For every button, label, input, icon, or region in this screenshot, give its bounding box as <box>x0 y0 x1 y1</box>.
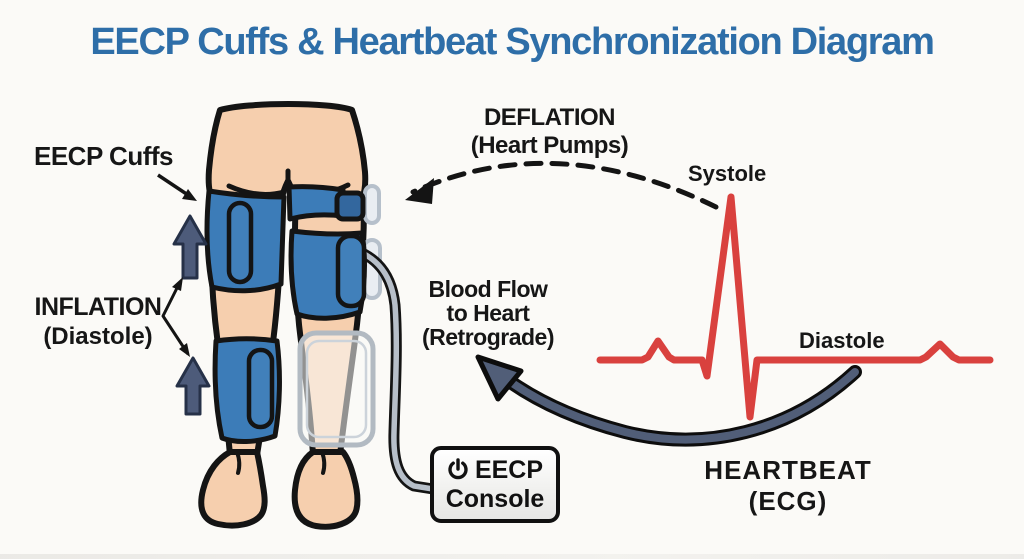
blood-flow-label: Blood Flow to Heart (Retrograde) <box>401 277 575 349</box>
blood-flow-label-line1: Blood Flow <box>428 276 548 302</box>
eecp-cuffs-label: EECP Cuffs <box>34 141 174 171</box>
right-thigh-strap-buckle <box>334 190 366 222</box>
diastole-label: Diastole <box>799 328 885 353</box>
cuffs-pointer-arrow <box>157 173 197 201</box>
power-icon <box>448 458 468 480</box>
inflation-bracket-arrows <box>161 277 190 357</box>
ecg-waveform <box>596 193 994 421</box>
heartbeat-label: HEARTBEAT (ECG) <box>695 455 881 517</box>
left-thigh-cuff-pad <box>226 200 254 285</box>
inflation-label-line1: INFLATION <box>34 293 162 321</box>
heartbeat-label-line1: HEARTBEAT <box>704 455 872 485</box>
inflation-arrow-up-2 <box>175 356 211 416</box>
inflation-label-line2: (Diastole) <box>43 323 153 350</box>
ghost-calf-cuff <box>297 330 376 448</box>
bottom-edge-artifact <box>0 554 1024 559</box>
deflation-dashed-arrow <box>405 160 719 210</box>
left-heel-line <box>235 450 242 475</box>
eecp-console: EECP Console <box>430 446 560 523</box>
console-label-line1: EECP <box>474 455 544 484</box>
blood-flow-label-line3: (Retrograde) <box>421 324 555 350</box>
deflation-label-line1: DEFLATION <box>483 104 616 131</box>
heartbeat-label-line2: (ECG) <box>748 486 828 516</box>
inflation-arrow-up-1 <box>172 214 208 280</box>
deflation-label: DEFLATION (Heart Pumps) <box>447 104 652 160</box>
right-heel-line <box>320 450 327 475</box>
blood-flow-arrow <box>475 354 862 447</box>
left-calf-cuff-pad <box>246 347 275 430</box>
right-thigh-cuff-pad <box>335 233 367 309</box>
inflation-up-arrows <box>172 214 211 416</box>
air-tube <box>349 244 439 495</box>
left-foot <box>198 449 268 529</box>
page-title: EECP Cuffs & Heartbeat Synchronization D… <box>90 21 935 63</box>
right-foot <box>291 449 361 530</box>
deflation-label-line2: (Heart Pumps) <box>470 132 629 159</box>
console-label-line2: Console <box>445 484 545 513</box>
inflation-label: INFLATION (Diastole) <box>14 293 182 351</box>
blood-flow-label-line2: to Heart <box>446 300 530 326</box>
systole-label: Systole <box>688 161 767 186</box>
eecp-cuffs-group <box>204 184 367 444</box>
